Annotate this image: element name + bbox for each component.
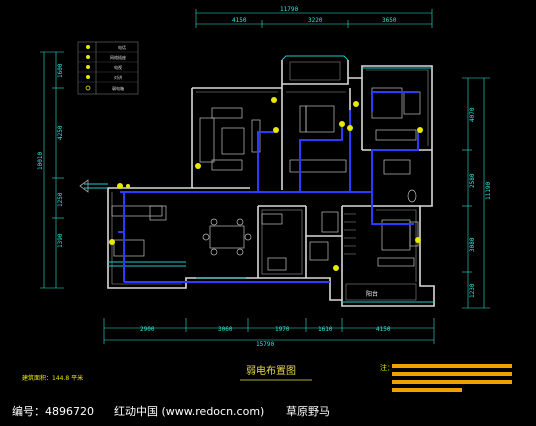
outlet-icon	[117, 183, 123, 189]
network-outlet-icon	[86, 55, 90, 59]
outlet-icon	[271, 97, 277, 103]
phone-outlet-icon	[86, 45, 90, 49]
site-credit: 红动中国 (www.redocn.com)	[114, 405, 265, 418]
dim-bottom-seg-1: 2900	[140, 326, 155, 333]
legend-item-3: 电视	[114, 64, 122, 70]
dim-left-total: 10010	[37, 152, 44, 170]
legend-item-4: 对讲	[114, 74, 122, 80]
dim-bottom-seg-2: 3060	[218, 326, 233, 333]
area-note: 建筑面积：144.8 平米	[22, 374, 83, 382]
outlet-icon	[109, 239, 115, 245]
balcony-label: 阳台	[366, 290, 378, 298]
dim-left-seg-4: 1390	[57, 233, 64, 248]
dim-right-seg-1: 4070	[469, 107, 476, 122]
dim-bottom-seg-5: 4150	[376, 326, 391, 333]
dim-left-seg-3: 1250	[57, 192, 64, 207]
intercom-icon	[86, 75, 90, 79]
south-balcony	[345, 283, 417, 301]
dim-right-total: 11190	[485, 182, 492, 200]
left-dimensions	[40, 51, 64, 289]
walls	[107, 60, 435, 307]
dim-left-seg-2: 4250	[57, 125, 64, 140]
dim-bottom-total: 15790	[256, 341, 274, 348]
outlet-icon	[195, 163, 201, 169]
tv-outlet-icon	[86, 65, 90, 69]
balcony-top	[289, 61, 341, 81]
legend-item-1: 电话	[118, 44, 126, 50]
dim-bottom-seg-3: 1970	[275, 326, 290, 333]
dim-right-seg-4: 1230	[469, 283, 476, 298]
outlet-icon	[333, 265, 339, 271]
legend: 电话 网络插座 电视 对讲 弱电箱	[77, 41, 139, 95]
dim-right-seg-2: 2580	[469, 173, 476, 188]
inner-walls	[111, 69, 429, 285]
notes-label: 注：	[380, 363, 394, 372]
dim-top-seg-1: 4150	[232, 17, 247, 24]
dim-top-total: 11790	[280, 6, 298, 13]
dim-top-seg-3: 3650	[382, 17, 397, 24]
top-dimensions	[195, 9, 433, 28]
outlets	[109, 97, 423, 271]
legend-item-2: 网络插座	[110, 54, 126, 60]
author-credit: 草原野马	[286, 405, 330, 418]
outlet-icon	[353, 101, 359, 107]
outlet-icon	[417, 127, 423, 133]
outlet-icon	[126, 184, 130, 188]
dim-right-seg-3: 3080	[469, 237, 476, 252]
watermark-footer: 编号：4896720 红动中国 (www.redocn.com) 草原野马	[0, 398, 536, 426]
panel-box-icon	[85, 85, 91, 91]
furniture	[111, 87, 421, 271]
image-id: 编号：4896720	[12, 405, 94, 418]
drawing-title: 弱电布置图	[246, 364, 296, 377]
notes-lines	[392, 364, 512, 392]
outlet-icon	[273, 127, 279, 133]
dim-bottom-seg-4: 1610	[318, 326, 333, 333]
legend-item-5: 弱电箱	[112, 85, 124, 91]
cable-runs	[118, 91, 419, 283]
dim-left-seg-1: 1600	[57, 63, 64, 78]
outlet-icon	[415, 237, 421, 243]
right-dimensions	[462, 77, 490, 309]
entry-arrow-icon	[79, 179, 89, 193]
windows	[84, 55, 434, 303]
outlet-icon	[347, 125, 353, 131]
outlet-icon	[339, 121, 345, 127]
bottom-dimensions	[103, 318, 435, 344]
dim-top-seg-2: 3220	[308, 17, 323, 24]
